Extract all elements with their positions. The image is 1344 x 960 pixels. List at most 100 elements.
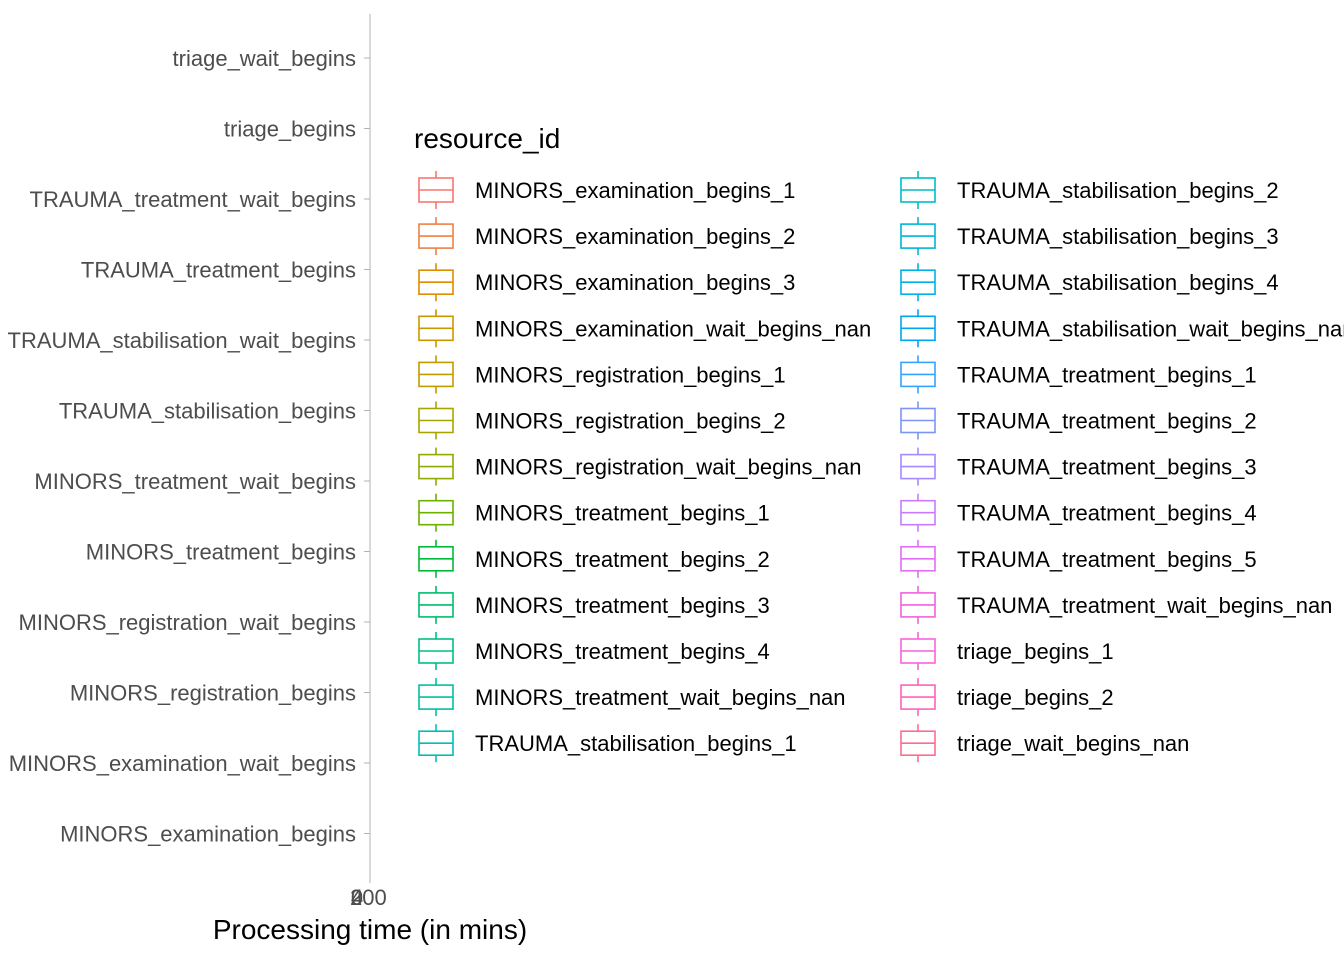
legend-label: TRAUMA_stabilisation_begins_2 xyxy=(957,178,1279,203)
y-axis: triage_wait_begins triage_beginsTRAUMA_tr… xyxy=(8,14,371,877)
y-tick-label: TRAUMA_treatment_begins xyxy=(81,258,356,283)
legend-item: triage_wait_begins_nan xyxy=(900,724,1189,763)
legend: resource_id MINORS_examination_begins_1M… xyxy=(414,123,1344,763)
legend-item: TRAUMA_stabilisation_wait_begins_nan xyxy=(900,309,1344,348)
legend-boxplot-key xyxy=(418,401,454,440)
legend-item: TRAUMA_stabilisation_begins_2 xyxy=(900,171,1279,209)
legend-items: MINORS_examination_begins_1MINORS_examin… xyxy=(418,171,1344,763)
y-tick-label: TRAUMA_stabilisation_begins xyxy=(59,399,356,424)
legend-label: MINORS_examination_begins_1 xyxy=(475,178,795,203)
x-tick-label: 200 xyxy=(350,885,387,910)
y-tick-label: MINORS_treatment_begins xyxy=(86,540,356,565)
x-tick-label: 4 xyxy=(351,885,363,910)
legend-label: triage_begins_1 xyxy=(957,639,1114,664)
legend-item: MINORS_registration_wait_begins_nan xyxy=(418,447,861,486)
legend-item: MINORS_registration_begins_2 xyxy=(418,401,786,440)
legend-label: triage_wait_begins_nan xyxy=(957,731,1189,756)
legend-label: MINORS_registration_begins_1 xyxy=(475,362,786,387)
legend-item: TRAUMA_treatment_begins_4 xyxy=(900,493,1257,532)
legend-boxplot-key xyxy=(900,263,936,302)
legend-item: MINORS_examination_begins_1 xyxy=(418,171,795,209)
legend-label: MINORS_treatment_begins_1 xyxy=(475,501,770,526)
legend-item: TRAUMA_treatment_begins_5 xyxy=(900,539,1257,578)
legend-item: triage_begins_1 xyxy=(900,632,1114,670)
legend-boxplot-key xyxy=(900,539,936,578)
y-tick-label: MINORS_registration_wait_begins xyxy=(19,610,357,635)
legend-item: TRAUMA_treatment_begins_3 xyxy=(900,447,1257,486)
x-tick-label: 0 xyxy=(351,885,363,910)
y-tick-label: MINORS_examination_wait_begins xyxy=(9,751,356,776)
legend-label: MINORS_treatment_wait_begins_nan xyxy=(475,685,846,710)
legend-item: MINORS_treatment_begins_4 xyxy=(418,632,770,670)
legend-item: TRAUMA_treatment_begins_1 xyxy=(900,355,1257,394)
legend-label: TRAUMA_treatment_wait_begins_nan xyxy=(957,593,1332,618)
legend-title: resource_id xyxy=(414,123,560,154)
legend-boxplot-key xyxy=(900,585,936,624)
legend-item: TRAUMA_stabilisation_begins_4 xyxy=(900,263,1279,302)
legend-label: TRAUMA_stabilisation_wait_begins_nan xyxy=(957,316,1344,341)
legend-item: MINORS_treatment_begins_1 xyxy=(418,493,770,532)
legend-boxplot-key xyxy=(418,171,454,209)
y-tick-label: MINORS_treatment_wait_begins xyxy=(34,469,356,494)
legend-boxplot-key xyxy=(900,309,936,348)
legend-boxplot-key xyxy=(418,585,454,624)
legend-item: MINORS_examination_begins_3 xyxy=(418,263,795,302)
legend-item: TRAUMA_stabilisation_begins_3 xyxy=(900,217,1279,256)
legend-label: MINORS_registration_wait_begins_nan xyxy=(475,455,861,480)
legend-item: TRAUMA_stabilisation_begins_1 xyxy=(418,724,797,763)
legend-label: MINORS_registration_begins_2 xyxy=(475,409,786,434)
legend-boxplot-key xyxy=(900,678,936,717)
legend-boxplot-key xyxy=(418,539,454,578)
legend-item: MINORS_treatment_wait_begins_nan xyxy=(418,678,846,717)
legend-item: MINORS_examination_wait_begins_nan xyxy=(418,309,871,348)
legend-boxplot-key xyxy=(900,401,936,440)
y-tick-label: MINORS_registration_begins xyxy=(70,681,356,706)
legend-label: MINORS_treatment_begins_2 xyxy=(475,547,770,572)
legend-label: TRAUMA_stabilisation_begins_1 xyxy=(475,731,797,756)
y-tick-label: triage_wait_begins xyxy=(173,46,356,71)
legend-label: MINORS_examination_wait_begins_nan xyxy=(475,316,871,341)
legend-boxplot-key xyxy=(418,632,454,670)
legend-boxplot-key xyxy=(418,493,454,532)
legend-boxplot-key xyxy=(418,263,454,302)
legend-label: TRAUMA_stabilisation_begins_3 xyxy=(957,224,1279,249)
legend-boxplot-key xyxy=(418,309,454,348)
legend-boxplot-key xyxy=(418,447,454,486)
legend-item: TRAUMA_treatment_wait_begins_nan xyxy=(900,585,1332,624)
legend-item: TRAUMA_treatment_begins_2 xyxy=(900,401,1257,440)
legend-item: MINORS_registration_begins_1 xyxy=(418,355,786,394)
legend-boxplot-key xyxy=(900,355,936,394)
legend-boxplot-key xyxy=(418,724,454,763)
legend-label: MINORS_examination_begins_3 xyxy=(475,270,795,295)
legend-item: MINORS_examination_begins_2 xyxy=(418,217,795,256)
legend-boxplot-key xyxy=(418,355,454,394)
legend-label: TRAUMA_treatment_begins_4 xyxy=(957,501,1257,526)
legend-boxplot-key xyxy=(900,493,936,532)
legend-label: TRAUMA_treatment_begins_3 xyxy=(957,455,1257,480)
legend-item: triage_begins_2 xyxy=(900,678,1114,717)
legend-label: TRAUMA_treatment_begins_5 xyxy=(957,547,1257,572)
legend-boxplot-key xyxy=(418,217,454,256)
legend-item: MINORS_treatment_begins_3 xyxy=(418,585,770,624)
legend-label: TRAUMA_treatment_begins_2 xyxy=(957,409,1257,434)
legend-label: TRAUMA_treatment_begins_1 xyxy=(957,362,1257,387)
y-tick-label: TRAUMA_stabilisation_wait_begins xyxy=(8,328,357,353)
legend-label: MINORS_treatment_begins_4 xyxy=(475,639,770,664)
y-tick-label: TRAUMA_treatment_wait_begins xyxy=(30,187,356,212)
y-tick-label: triage_begins xyxy=(224,117,356,142)
legend-boxplot-key xyxy=(900,724,936,763)
legend-boxplot-key xyxy=(900,217,936,256)
legend-label: MINORS_treatment_begins_3 xyxy=(475,593,770,618)
y-tick-label: MINORS_examination_begins xyxy=(60,822,356,847)
legend-boxplot-key xyxy=(418,678,454,717)
legend-item: MINORS_treatment_begins_2 xyxy=(418,539,770,578)
legend-label: triage_begins_2 xyxy=(957,685,1114,710)
legend-label: TRAUMA_stabilisation_begins_4 xyxy=(957,270,1279,295)
legend-boxplot-key xyxy=(900,447,936,486)
legend-boxplot-key xyxy=(900,171,936,209)
x-axis-title: Processing time (in mins) xyxy=(213,914,527,945)
legend-label: MINORS_examination_begins_2 xyxy=(475,224,795,249)
legend-boxplot-key xyxy=(900,632,936,670)
